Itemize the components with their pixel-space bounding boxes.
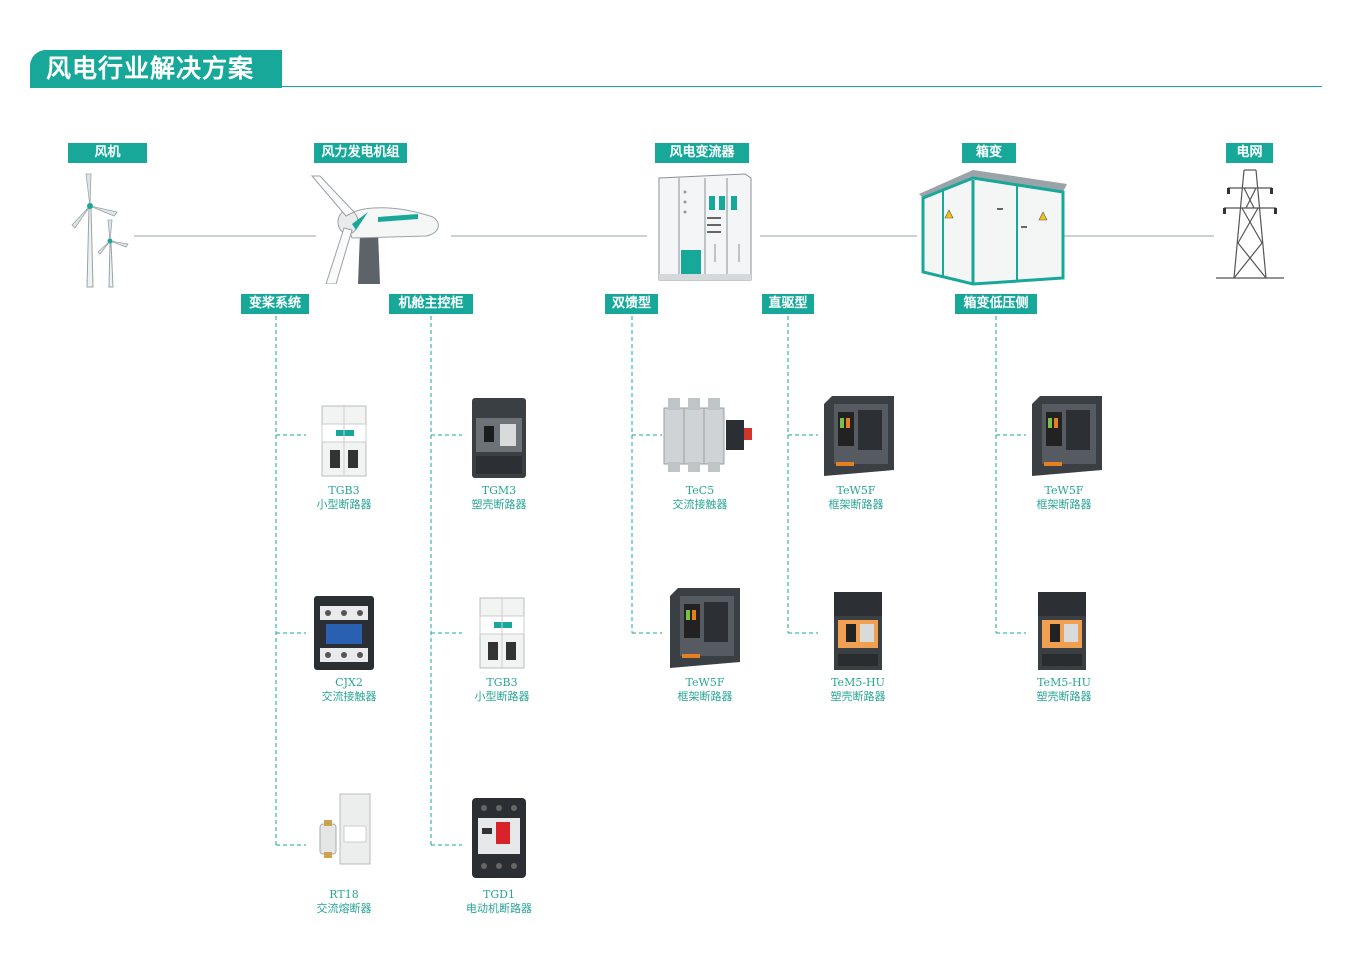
product-model: TGM3 <box>481 484 517 497</box>
product-model: TeW5F <box>836 484 876 497</box>
product-name: 框架断路器 <box>677 690 733 703</box>
product-model: TeC5 <box>685 484 715 497</box>
branch-tag-direct: 直驱型 <box>762 294 814 314</box>
stage-tag-converter: 风电变流器 <box>655 143 749 163</box>
nacelle-icon <box>310 175 439 284</box>
wind-turbine-icon <box>71 173 129 288</box>
product-model: TGD1 <box>483 888 515 901</box>
product-model: TeW5F <box>1044 484 1084 497</box>
converter-cabinet-icon <box>658 173 752 281</box>
branch-tag-dfig: 双馈型 <box>605 294 658 314</box>
large-contactor-icon <box>663 398 752 472</box>
product-name: 小型断路器 <box>474 690 530 703</box>
product-model: TeM5-HU <box>831 676 885 689</box>
product-caption-direct-1: TeM5-HU 塑壳断路器 <box>793 676 923 704</box>
mcb-icon <box>479 597 525 669</box>
product-caption-dfig-1: TeW5F 框架断路器 <box>640 676 770 704</box>
product-caption-nacelle-0: TGM3 塑壳断路器 <box>434 484 564 512</box>
mccb-hu-icon <box>1038 592 1086 670</box>
product-caption-nacelle-2: TGD1 电动机断路器 <box>434 888 564 916</box>
product-name: 电动机断路器 <box>466 902 532 915</box>
product-caption-lowside-1: TeM5-HU 塑壳断路器 <box>999 676 1129 704</box>
fuse-holder-icon <box>319 793 371 865</box>
product-name: 塑壳断路器 <box>471 498 527 511</box>
product-name: 塑壳断路器 <box>1036 690 1092 703</box>
product-model: CJX2 <box>335 676 363 689</box>
stage-tag-genset: 风力发电机组 <box>314 143 407 163</box>
product-model: TeM5-HU <box>1037 676 1091 689</box>
product-caption-pitch-2: RT18 交流熔断器 <box>279 888 409 916</box>
product-model: RT18 <box>329 888 359 901</box>
branch-tag-pitch: 变桨系统 <box>241 294 309 314</box>
power-tower-icon <box>1216 169 1284 279</box>
product-caption-direct-0: TeW5F 框架断路器 <box>791 484 921 512</box>
contactor-icon <box>314 596 374 670</box>
motor-breaker-icon <box>472 798 526 878</box>
product-name: 塑壳断路器 <box>830 690 886 703</box>
stage-tag-box: 箱变 <box>962 143 1016 163</box>
product-name: 小型断路器 <box>316 498 372 511</box>
product-caption-pitch-0: TGB3 小型断路器 <box>279 484 409 512</box>
stage-tag-grid: 电网 <box>1226 143 1273 163</box>
product-caption-lowside-0: TeW5F 框架断路器 <box>999 484 1129 512</box>
product-name: 框架断路器 <box>828 498 884 511</box>
product-name: 框架断路器 <box>1036 498 1092 511</box>
acb-icon <box>824 396 894 476</box>
title-underline <box>282 86 1322 87</box>
acb-icon <box>1032 396 1102 476</box>
stage-tag-fan: 风机 <box>68 143 147 163</box>
product-name: 交流接触器 <box>321 690 377 703</box>
mcb-icon <box>321 405 367 477</box>
product-caption-pitch-1: CJX2 交流接触器 <box>284 676 414 704</box>
page-title: 风电行业解决方案 <box>30 50 282 88</box>
acb-icon <box>670 588 740 668</box>
product-model: TGB3 <box>486 676 518 689</box>
product-caption-dfig-0: TeC5 交流接触器 <box>635 484 765 512</box>
mccb-icon <box>472 398 526 478</box>
product-name: 交流熔断器 <box>316 902 372 915</box>
box-substation-icon <box>919 170 1067 286</box>
product-name: 交流接触器 <box>672 498 728 511</box>
branch-tag-lowside: 箱变低压侧 <box>955 294 1037 314</box>
product-model: TGB3 <box>328 484 360 497</box>
mccb-hu-icon <box>834 592 882 670</box>
product-caption-nacelle-1: TGB3 小型断路器 <box>437 676 567 704</box>
product-model: TeW5F <box>685 676 725 689</box>
branch-tag-nacelle: 机舱主控柜 <box>389 294 473 314</box>
